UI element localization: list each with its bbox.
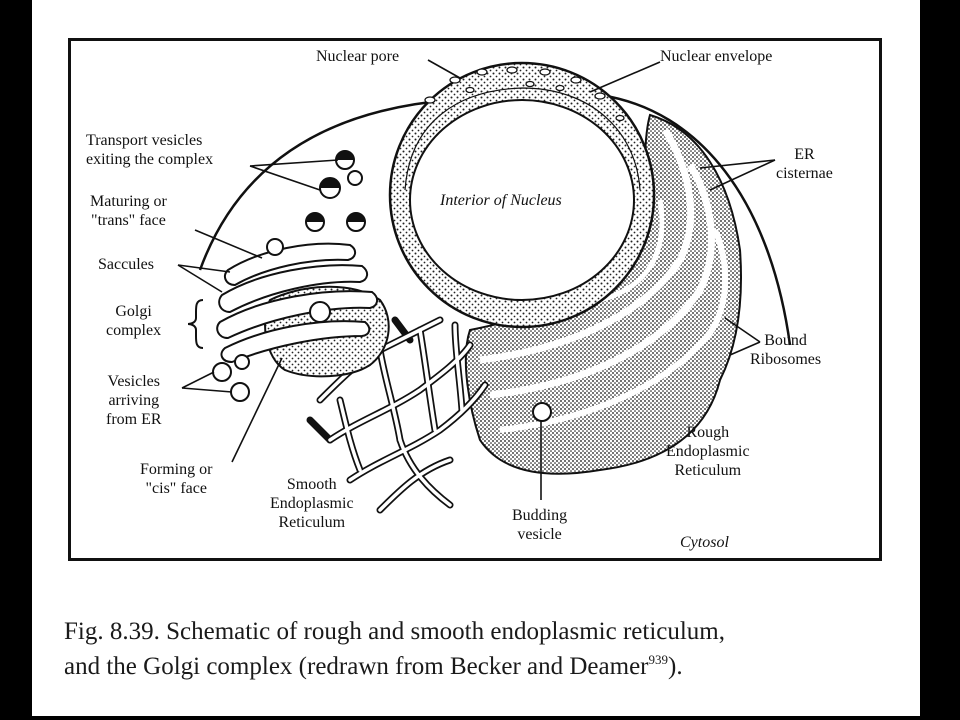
label-bound-ribosomes: Bound Ribosomes bbox=[750, 332, 822, 368]
nuclear-pores bbox=[424, 66, 625, 122]
diagram-frame bbox=[68, 38, 882, 561]
label-saccules: Saccules bbox=[98, 256, 154, 273]
label-smooth-er: Smooth Endoplasmic Reticulum bbox=[270, 476, 354, 531]
label-forming-face: Forming or "cis" face bbox=[140, 461, 213, 497]
label-golgi-complex: Golgi complex bbox=[106, 303, 162, 339]
label-nuclear-pore: Nuclear pore bbox=[316, 48, 400, 65]
label-nuclear-envelope: Nuclear envelope bbox=[660, 48, 773, 65]
transport-vesicles bbox=[266, 150, 366, 256]
golgi-brace bbox=[187, 299, 204, 349]
label-er-cisternae: ER cisternae bbox=[776, 146, 833, 182]
figure-caption: Fig. 8.39. Schematic of rough and smooth… bbox=[64, 614, 914, 684]
label-interior-nucleus: Interior of Nucleus bbox=[440, 192, 562, 209]
label-budding-vesicle: Budding vesicle bbox=[512, 507, 568, 543]
budding-vesicle-shape bbox=[532, 402, 552, 422]
er-cisterna-2 bbox=[489, 163, 715, 399]
arriving-vesicles bbox=[212, 301, 331, 402]
caption-line-1: Fig. 8.39. Schematic of rough and smooth… bbox=[64, 618, 725, 645]
vesicle-shading bbox=[306, 151, 365, 222]
caption-line-2: and the Golgi complex (redrawn from Beck… bbox=[64, 652, 683, 680]
label-transport-vesicles: Transport vesicles exiting the complex bbox=[86, 132, 214, 168]
er-cisterna-3 bbox=[499, 228, 729, 433]
label-maturing-face: Maturing or "trans" face bbox=[90, 193, 167, 229]
caption-reference: 939 bbox=[648, 652, 669, 667]
label-cytosol: Cytosol bbox=[680, 534, 729, 551]
leader-lines bbox=[177, 59, 776, 500]
er-cisterna-1 bbox=[479, 128, 695, 364]
golgi-saccules bbox=[216, 242, 378, 364]
nucleus-interior bbox=[409, 99, 635, 301]
cell-membrane-outer bbox=[198, 98, 451, 271]
label-rough-er: Rough Endoplasmic Reticulum bbox=[666, 424, 750, 479]
envelope-inner-line bbox=[404, 87, 641, 191]
cell-membrane-right bbox=[599, 93, 792, 346]
er-cisterna-4 bbox=[599, 199, 665, 303]
label-vesicles-arriving: Vesicles arriving from ER bbox=[106, 373, 162, 428]
